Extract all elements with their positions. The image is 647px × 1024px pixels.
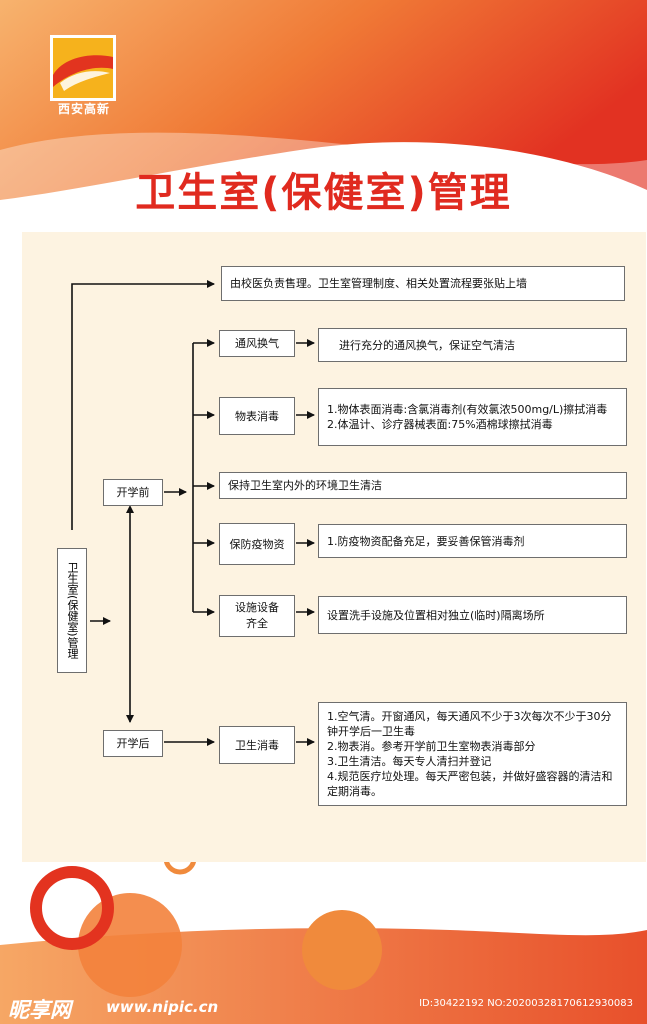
- after-detail-line: 2.物表消。参考开学前卫生室物表消毒部分: [327, 740, 536, 753]
- before-item-ventilation: 通风换气: [219, 330, 295, 357]
- after-detail-disinfection: 1.空气清。开窗通风，每天通风不少于3次每次不少于30分钟开学后一卫生毒 2.物…: [318, 702, 627, 806]
- after-detail-line: 3.卫生清洁。每天专人清扫并登记: [327, 755, 492, 768]
- before-detail-ventilation: 进行充分的通风换气，保证空气清洁: [318, 328, 627, 362]
- brand-logo-icon: [50, 35, 116, 101]
- before-detail-line: 进行充分的通风换气，保证空气清洁: [339, 338, 515, 352]
- before-detail-line: 设置洗手设施及位置相对独立(临时)隔离场所: [327, 608, 545, 622]
- circle-large: [78, 893, 182, 997]
- footer-url: www.nipic.cn: [106, 998, 219, 1016]
- root-node-label: 卫生室(保健室)管理: [66, 562, 79, 659]
- before-item-label: 通风换气: [235, 337, 279, 350]
- after-detail-line: 4.规范医疗垃处理。每天严密包装，并做好盛容器的清洁和定期消毒。: [327, 770, 613, 798]
- before-detail-surface: 1.物体表面消毒:含氯消毒剂(有效氯浓500mg/L)擦拭消毒 2.体温计、诊疗…: [318, 388, 627, 446]
- before-item-label: 设施设备齐全: [235, 601, 279, 630]
- brand-logo-text: 西安高新: [57, 102, 110, 116]
- after-node-label: 开学后: [116, 737, 150, 750]
- after-detail-line: 1.空气清。开窗通风，每天通风不少于3次每次不少于30分钟开学后一卫生毒: [327, 710, 612, 738]
- before-detail-facilities: 设置洗手设施及位置相对独立(临时)隔离场所: [318, 596, 627, 634]
- before-detail-line: 1.物体表面消毒:含氯消毒剂(有效氯浓500mg/L)擦拭消毒: [327, 403, 608, 416]
- top-rule-box: 由校医负责售理。卫生室管理制度、相关处置流程要张贴上墙: [221, 266, 625, 301]
- before-item-label: 保防疫物资: [229, 537, 285, 551]
- before-detail-line: 2.体温计、诊疗器械表面:75%酒棉球擦拭消毒: [327, 418, 553, 431]
- before-item-label: 物表消毒: [235, 409, 279, 423]
- before-detail-cleaning: 保持卫生室内外的环境卫生清洁: [219, 472, 627, 499]
- ring-large: [30, 866, 114, 950]
- footer-id: ID:30422192 NO:20200328170612930083: [419, 998, 633, 1009]
- before-item-surface: 物表消毒: [219, 397, 295, 435]
- top-wave: [0, 0, 647, 200]
- before-node-label: 开学前: [116, 486, 150, 499]
- after-node: 开学后: [103, 730, 163, 757]
- top-rule-text: 由校医负责售理。卫生室管理制度、相关处置流程要张贴上墙: [230, 277, 527, 290]
- before-detail-supplies: 1.防疫物资配备充足，要妥善保管消毒剂: [318, 524, 627, 558]
- before-detail-line: 保持卫生室内外的环境卫生清洁: [228, 479, 382, 492]
- circle-right: [302, 910, 382, 990]
- after-item-label: 卫生消毒: [235, 738, 279, 752]
- before-item-facilities: 设施设备齐全: [219, 595, 295, 637]
- top-wave-light: [0, 132, 647, 210]
- before-node: 开学前: [103, 479, 163, 506]
- page-title: 卫生室(保健室)管理: [135, 170, 512, 216]
- before-detail-line: 1.防疫物资配备充足，要妥善保管消毒剂: [327, 534, 525, 548]
- footer-site-logo: 昵享网: [8, 998, 71, 1022]
- root-node: 卫生室(保健室)管理: [57, 548, 87, 673]
- after-item-disinfection: 卫生消毒: [219, 726, 295, 764]
- before-item-supplies: 保防疫物资: [219, 523, 295, 565]
